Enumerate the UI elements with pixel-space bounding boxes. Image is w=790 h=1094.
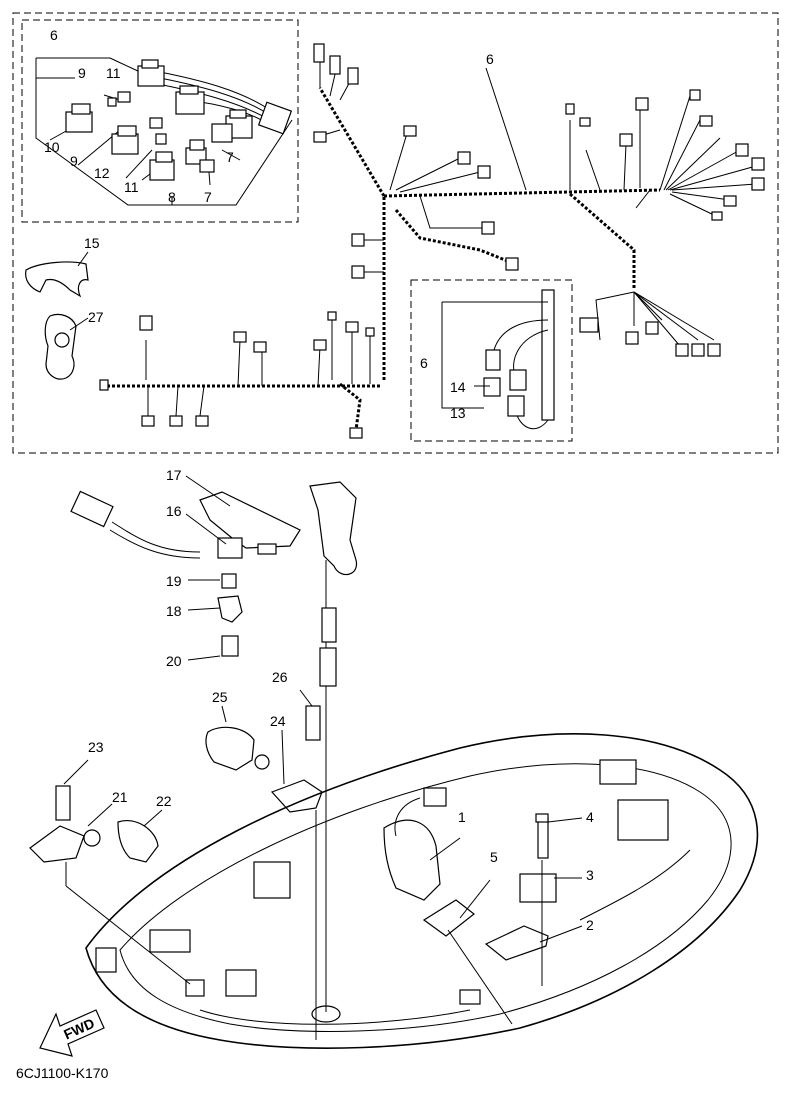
callout-26: 26 <box>272 669 288 685</box>
connector-inset-box <box>21 19 299 223</box>
callout-9-lower: 9 <box>70 153 78 169</box>
callout-6-main: 6 <box>486 51 494 67</box>
callout-27: 27 <box>88 309 104 325</box>
sensor-inset-box <box>410 279 573 442</box>
callout-11-upper: 11 <box>106 65 121 81</box>
connector-set <box>35 57 293 206</box>
callout-5: 5 <box>490 849 498 865</box>
callout-25: 25 <box>212 689 228 705</box>
callout-20: 20 <box>166 653 182 669</box>
mount-parts <box>29 689 323 863</box>
callout-18: 18 <box>166 603 182 619</box>
callout-4: 4 <box>586 809 594 825</box>
callout-1: 1 <box>458 809 466 825</box>
callout-10: 10 <box>44 139 60 155</box>
callout-2: 2 <box>586 917 594 933</box>
callout-3: 3 <box>586 867 594 883</box>
callout-6-inset: 6 <box>420 355 428 371</box>
clip-27 <box>44 313 89 380</box>
callout-22: 22 <box>156 793 172 809</box>
wire-harness <box>99 43 765 439</box>
callout-24: 24 <box>270 713 286 729</box>
callout-9-upper: 9 <box>78 65 86 81</box>
leader-6-main <box>485 67 527 191</box>
callout-7-right: 7 <box>226 149 234 165</box>
clip-15 <box>25 251 89 298</box>
callout-12: 12 <box>94 165 110 181</box>
bottom-cowling <box>65 690 759 1049</box>
fwd-arrow: FWD <box>39 1009 105 1057</box>
diagram-code: 6CJ1100-K170 <box>16 1065 109 1081</box>
callout-8: 8 <box>168 189 176 205</box>
callout-13: 13 <box>450 405 466 421</box>
callout-15: 15 <box>84 235 100 251</box>
callout-14: 14 <box>450 379 466 395</box>
callout-23: 23 <box>88 739 104 755</box>
callout-19: 19 <box>166 573 182 589</box>
switch-assembly <box>70 475 358 690</box>
callout-17: 17 <box>166 467 182 483</box>
sensor-set <box>441 289 555 430</box>
callout-16: 16 <box>166 503 182 519</box>
callout-11-lower: 11 <box>124 179 139 195</box>
harness-group-box <box>12 12 779 454</box>
callout-21: 21 <box>112 789 128 805</box>
callout-7-bottom: 7 <box>204 189 212 205</box>
callout-6-top: 6 <box>50 27 58 43</box>
